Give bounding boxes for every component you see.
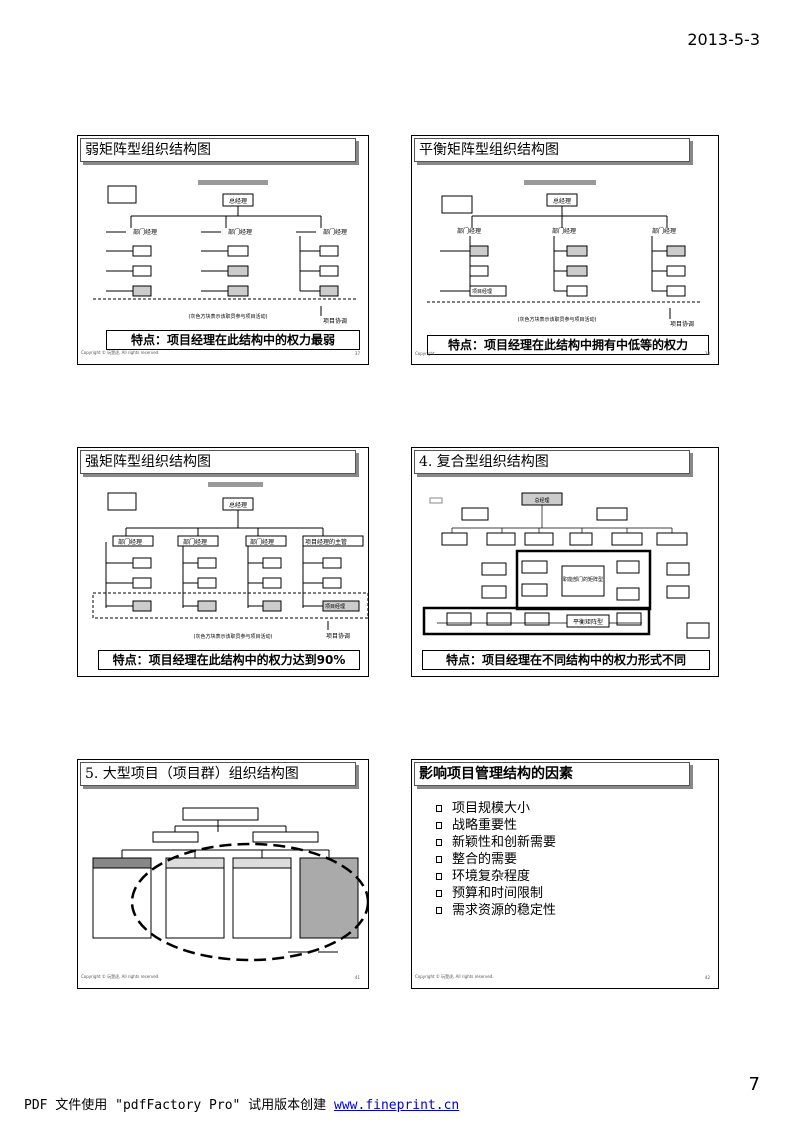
bullet-icon	[436, 890, 442, 897]
bullet-icon	[436, 822, 442, 829]
weak-matrix-org-chart: 总经理 部门经理 部门经理 部门经理 (灰色方块表示该职员参与项目活动) 项目协…	[93, 180, 358, 325]
slide-characteristic: 特点：项目经理在不同结构中的权力形式不同	[422, 650, 710, 670]
slide-weak-matrix: 弱矩阵型组织结构图 总经理 部门经理 部门经理 部门经理 (灰色方块表示该职员参…	[77, 135, 369, 365]
composite-org-chart: 总经理 职能部门的矩阵型 平衡矩阵型	[422, 492, 710, 639]
bullet-icon	[436, 839, 442, 846]
slide-balanced-matrix: 平衡矩阵型组织结构图 总经理 部门经理 部门经理 部门经理 项目经理 (灰色方块…	[411, 135, 719, 365]
slide-strong-matrix: 强矩阵型组织结构图 总经理 部门经理 部门经理 部门经理 项目经理的主管	[77, 447, 369, 677]
slide-characteristic: 特点：项目经理在此结构中的权力达到90%	[98, 650, 360, 670]
node-dept: 部门经理	[228, 228, 252, 236]
node-dept: 部门经理	[323, 228, 347, 236]
slide-copyright: Copyright © 玩楚虎, All rights reserved.	[415, 974, 494, 979]
node-top: 总经理	[534, 497, 549, 504]
node-coord: 项目协调	[326, 632, 350, 640]
bullet-icon	[436, 907, 442, 914]
balanced-label: 平衡矩阵型	[573, 618, 603, 626]
list-item: 战略重要性	[436, 817, 556, 834]
slide-copyright: Copyright © 玩楚虎, All rights reserved.	[81, 974, 160, 979]
slide-copyright: Copyright	[415, 351, 435, 356]
page-number: 7	[748, 1074, 760, 1095]
slide-composite: 4. 复合型组织结构图 总经理 职能部门的矩阵型 平衡矩阵型 特点：项目经理在不…	[411, 447, 719, 677]
pdf-footer: PDF 文件使用 "pdfFactory Pro" 试用版本创建 www.fin…	[24, 1094, 459, 1113]
slide-title: 5. 大型项目（项目群）组织结构图	[80, 762, 356, 786]
bullet-icon	[436, 873, 442, 880]
node-dept: 部门经理	[183, 538, 207, 546]
slide-title: 强矩阵型组织结构图	[80, 450, 356, 474]
strong-matrix-org-chart: 总经理 部门经理 部门经理 部门经理 项目经理的主管 项目经理 (灰色方	[92, 482, 368, 640]
node-dept: 部门经理	[250, 538, 274, 546]
node-coord: 项目协调	[670, 320, 694, 328]
slide-factors: 影响项目管理结构的因素 项目规模大小 战略重要性 新颖性和创新需要 整合的需要 …	[411, 759, 719, 989]
node-pmdept: 项目经理的主管	[305, 538, 347, 546]
list-item: 需求资源的稳定性	[436, 902, 556, 919]
chart-note: (灰色方块表示该职员参与项目活动)	[194, 633, 273, 640]
list-item: 新颖性和创新需要	[436, 834, 556, 851]
list-item: 环境复杂程度	[436, 868, 556, 885]
slide-number: 38	[704, 351, 710, 356]
node-top: 总经理	[229, 197, 247, 205]
chart-note: (灰色方块表示该职员参与项目活动)	[189, 313, 268, 320]
slide-number: 41	[354, 975, 360, 980]
slide-number: 42	[704, 975, 710, 980]
node-pm: 项目经理	[325, 603, 345, 610]
balanced-matrix-org-chart: 总经理 部门经理 部门经理 部门经理 项目经理 (灰色方块表示该职员参与项目活动…	[427, 180, 702, 328]
chart-note: (灰色方块表示该职员参与项目活动)	[518, 316, 597, 323]
node-top: 总经理	[229, 501, 247, 509]
node-pm: 项目经理	[472, 288, 492, 295]
factor-list: 项目规模大小 战略重要性 新颖性和创新需要 整合的需要 环境复杂程度 预算和时间…	[436, 800, 556, 919]
slide-title: 4. 复合型组织结构图	[414, 450, 690, 474]
node-dept: 部门经理	[118, 538, 142, 546]
node-dept: 部门经理	[133, 228, 157, 236]
slide-number: 37	[354, 351, 360, 356]
slide-characteristic: 特点：项目经理在此结构中拥有中低等的权力	[427, 335, 709, 355]
footer-text: PDF 文件使用 "pdfFactory Pro" 试用版本创建	[24, 1098, 335, 1113]
node-dept: 部门经理	[652, 227, 676, 235]
slide-title: 平衡矩阵型组织结构图	[414, 138, 690, 162]
program-org-chart	[92, 807, 368, 962]
node-coord: 项目协调	[323, 317, 347, 325]
slide-title: 弱矩阵型组织结构图	[80, 138, 356, 162]
list-item: 整合的需要	[436, 851, 556, 868]
slide-program-org: 5. 大型项目（项目群）组织结构图 Copyright © 玩楚虎, All r…	[77, 759, 369, 989]
node-dept: 部门经理	[457, 227, 481, 235]
slide-copyright: Copyright © 玩楚虎, All rights reserved.	[81, 350, 160, 355]
slide-characteristic: 特点：项目经理在此结构中的权力最弱	[106, 330, 360, 350]
list-item: 预算和时间限制	[436, 885, 556, 902]
node-top: 总经理	[553, 197, 571, 205]
page-date: 2013-5-3	[687, 30, 760, 49]
bullet-icon	[436, 805, 442, 812]
footer-link[interactable]: www.fineprint.cn	[334, 1098, 460, 1113]
bullet-icon	[436, 856, 442, 863]
list-item: 项目规模大小	[436, 800, 556, 817]
node-dept: 部门经理	[552, 227, 576, 235]
slide-title: 影响项目管理结构的因素	[414, 762, 690, 786]
matrix-label: 职能部门的矩阵型	[563, 576, 603, 583]
